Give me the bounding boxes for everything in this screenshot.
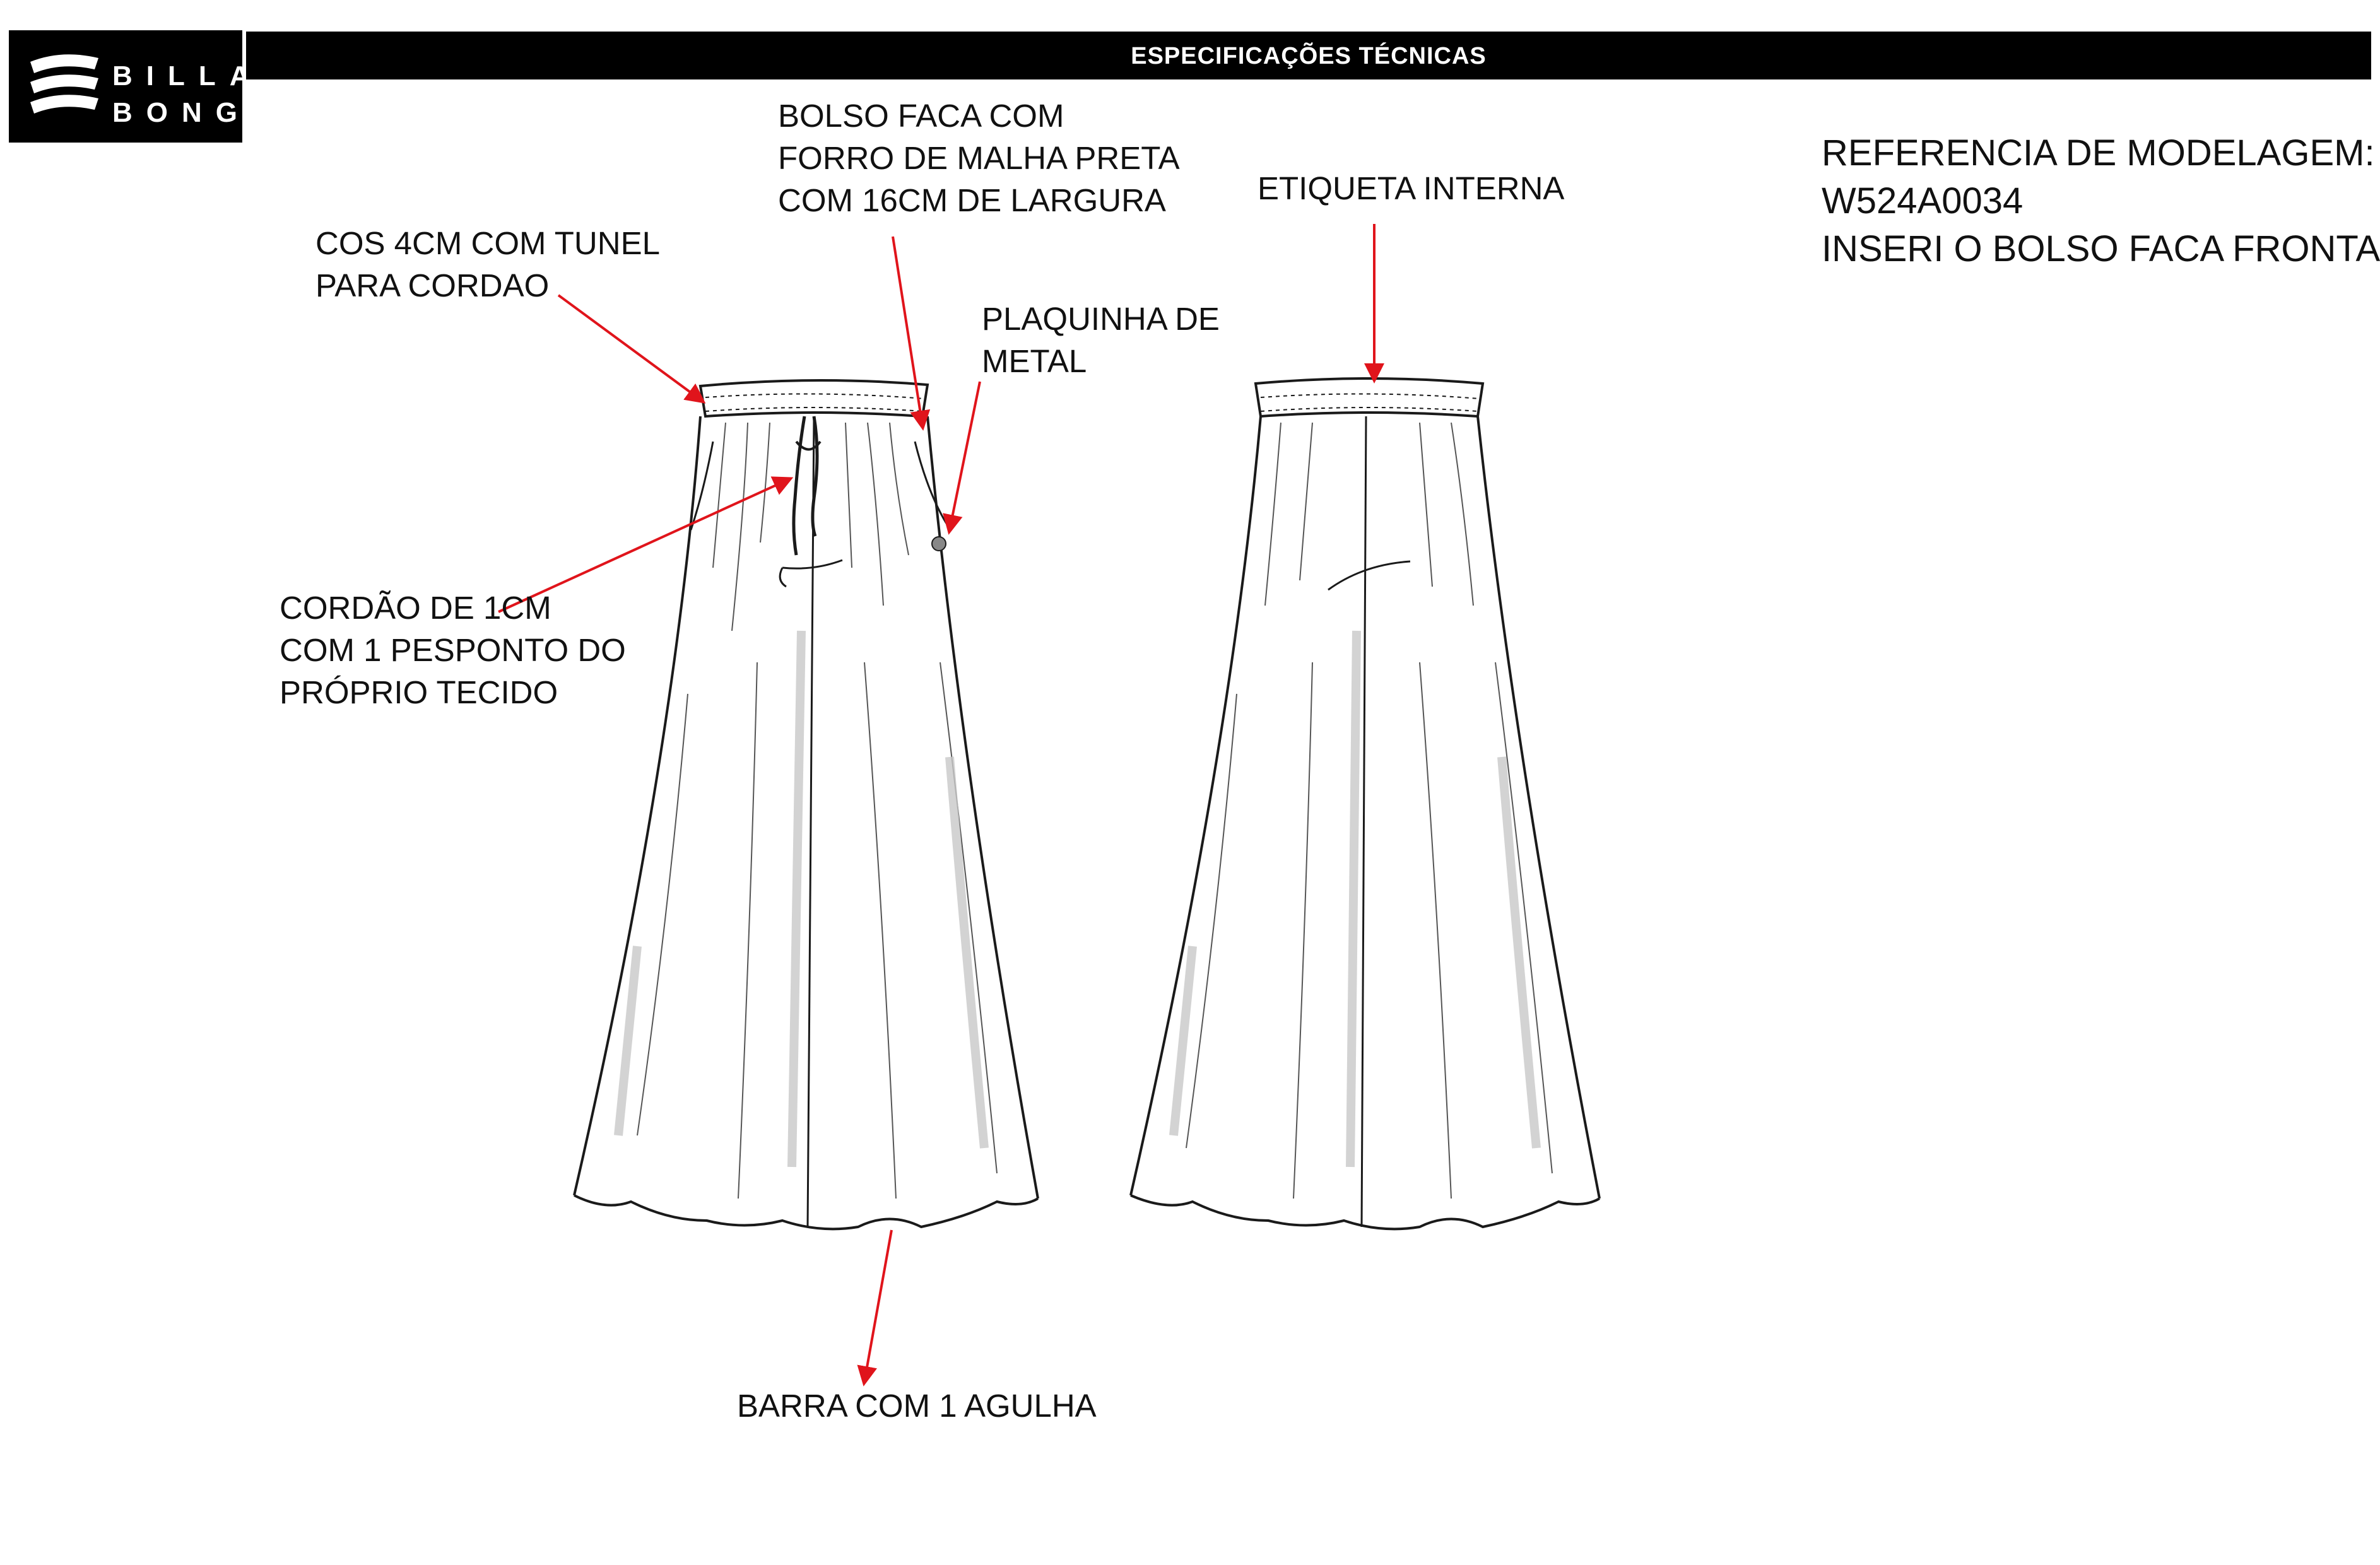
logo-wordmark: BILLA BONG bbox=[112, 58, 264, 131]
front-skirt-sketch bbox=[573, 378, 1039, 1231]
reference-title: REFERENCIA DE MODELAGEM: bbox=[1822, 132, 2375, 173]
label-plaquinha: PLAQUINHA DE METAL bbox=[982, 298, 1220, 382]
reference-note: INSERI O BOLSO FACA FRONTAL bbox=[1822, 228, 2380, 269]
label-barra: BARRA COM 1 AGULHA bbox=[737, 1385, 1097, 1427]
logo-line-2: BONG bbox=[112, 97, 251, 128]
arrow-barra bbox=[857, 1229, 893, 1386]
header-bar: ESPECIFICAÇÕES TÉCNICAS bbox=[246, 32, 2371, 79]
label-cos-line-1: COS 4CM COM TUNEL bbox=[315, 225, 660, 261]
label-plaquinha-line-1: PLAQUINHA DE bbox=[982, 301, 1220, 337]
header-title: ESPECIFICAÇÕES TÉCNICAS bbox=[1131, 43, 1487, 69]
label-cordao-line-1: CORDÃO DE 1CM bbox=[280, 590, 551, 626]
reference-code: W524A0034 bbox=[1822, 180, 2024, 221]
reference-block: REFERENCIA DE MODELAGEM: W524A0034 INSER… bbox=[1822, 129, 2380, 273]
label-cos-line-2: PARA CORDAO bbox=[315, 267, 550, 303]
arrow-cordao bbox=[498, 476, 794, 613]
label-cordao-line-3: PRÓPRIO TECIDO bbox=[280, 674, 558, 710]
label-etiqueta-line-1: ETIQUETA INTERNA bbox=[1258, 170, 1565, 206]
label-bolso: BOLSO FACA COM FORRO DE MALHA PRETA COM … bbox=[778, 95, 1180, 221]
label-etiqueta: ETIQUETA INTERNA bbox=[1258, 167, 1564, 209]
label-cordao: CORDÃO DE 1CM COM 1 PESPONTO DO PRÓPRIO … bbox=[280, 587, 626, 713]
annotation-arrows bbox=[498, 224, 1384, 1386]
label-bolso-line-1: BOLSO FACA COM bbox=[778, 98, 1064, 134]
arrow-bolso bbox=[892, 236, 931, 431]
label-cos: COS 4CM COM TUNEL PARA CORDAO bbox=[315, 222, 660, 307]
logo-line-1: BILLA bbox=[112, 61, 264, 91]
label-bolso-line-2: FORRO DE MALHA PRETA bbox=[778, 140, 1180, 176]
label-cordao-line-2: COM 1 PESPONTO DO bbox=[280, 632, 626, 668]
label-bolso-line-3: COM 16CM DE LARGURA bbox=[778, 182, 1166, 218]
wave-logo-icon bbox=[30, 54, 98, 114]
back-skirt-sketch bbox=[1129, 377, 1601, 1231]
billabong-logo: BILLA BONG bbox=[9, 30, 250, 143]
label-barra-line-1: BARRA COM 1 AGULHA bbox=[737, 1388, 1097, 1424]
label-plaquinha-line-2: METAL bbox=[982, 343, 1087, 379]
arrow-plaquinha bbox=[943, 381, 981, 535]
arrow-cos bbox=[557, 294, 706, 404]
